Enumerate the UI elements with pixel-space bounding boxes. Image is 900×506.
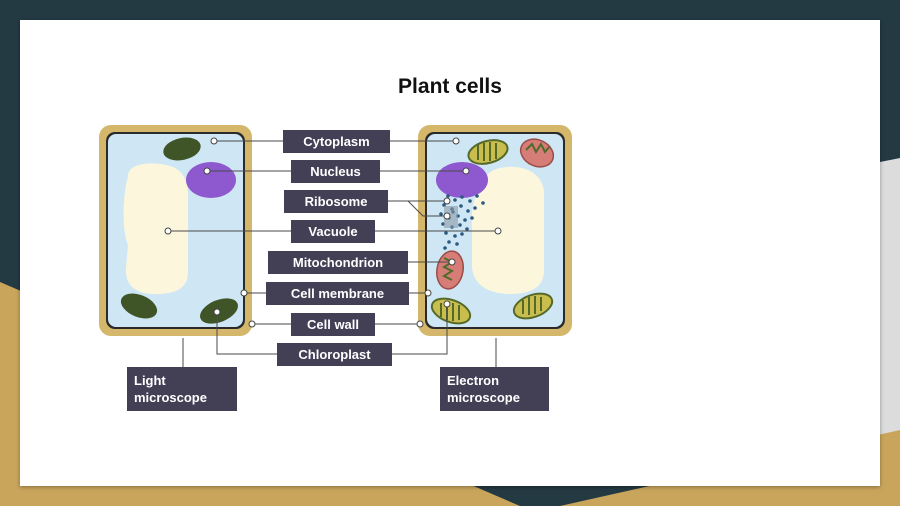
mitochondrion-right-top <box>519 138 555 168</box>
label-cell-wall-text: Cell wall <box>307 317 359 332</box>
vacuole-left <box>123 163 188 294</box>
caption-light-microscope: Light microscope <box>127 367 237 411</box>
label-cell-membrane: Cell membrane <box>266 282 409 305</box>
label-cell-wall: Cell wall <box>291 313 375 336</box>
label-nucleus-text: Nucleus <box>310 164 361 179</box>
ribosome-cluster <box>444 206 458 228</box>
caption-electron-microscope: Electron microscope <box>440 367 549 411</box>
caption-light-line1: Light <box>134 373 166 388</box>
mitochondrion-right-middle <box>436 250 464 290</box>
vacuole-right <box>471 166 544 294</box>
chloroplast-left-top <box>163 137 201 161</box>
slide-title: Plant cells <box>398 75 502 98</box>
label-cytoplasm: Cytoplasm <box>283 130 390 153</box>
label-ribosome-text: Ribosome <box>305 194 368 209</box>
label-chloroplast-text: Chloroplast <box>298 347 371 362</box>
label-cytoplasm-text: Cytoplasm <box>303 134 369 149</box>
leader-endpoints <box>164 137 502 328</box>
nucleus-left <box>186 162 236 198</box>
label-ribosome: Ribosome <box>284 190 388 213</box>
label-cell-membrane-text: Cell membrane <box>291 286 384 301</box>
label-nucleus: Nucleus <box>291 160 380 183</box>
caption-light-line2: microscope <box>134 390 207 405</box>
label-mitochondrion: Mitochondrion <box>268 251 408 274</box>
label-vacuole-text: Vacuole <box>308 224 357 239</box>
label-mitochondrion-text: Mitochondrion <box>293 255 383 270</box>
chloroplast-right-top <box>467 139 509 165</box>
nucleus-right <box>436 162 488 198</box>
chloroplast-left-bottom-left <box>120 293 158 319</box>
caption-electron-line2: microscope <box>447 390 520 405</box>
label-chloroplast: Chloroplast <box>277 343 392 366</box>
chloroplast-right-bottom-right <box>512 292 554 320</box>
label-vacuole: Vacuole <box>291 220 375 243</box>
caption-electron-line1: Electron <box>447 373 499 388</box>
leader-lines <box>168 140 498 367</box>
